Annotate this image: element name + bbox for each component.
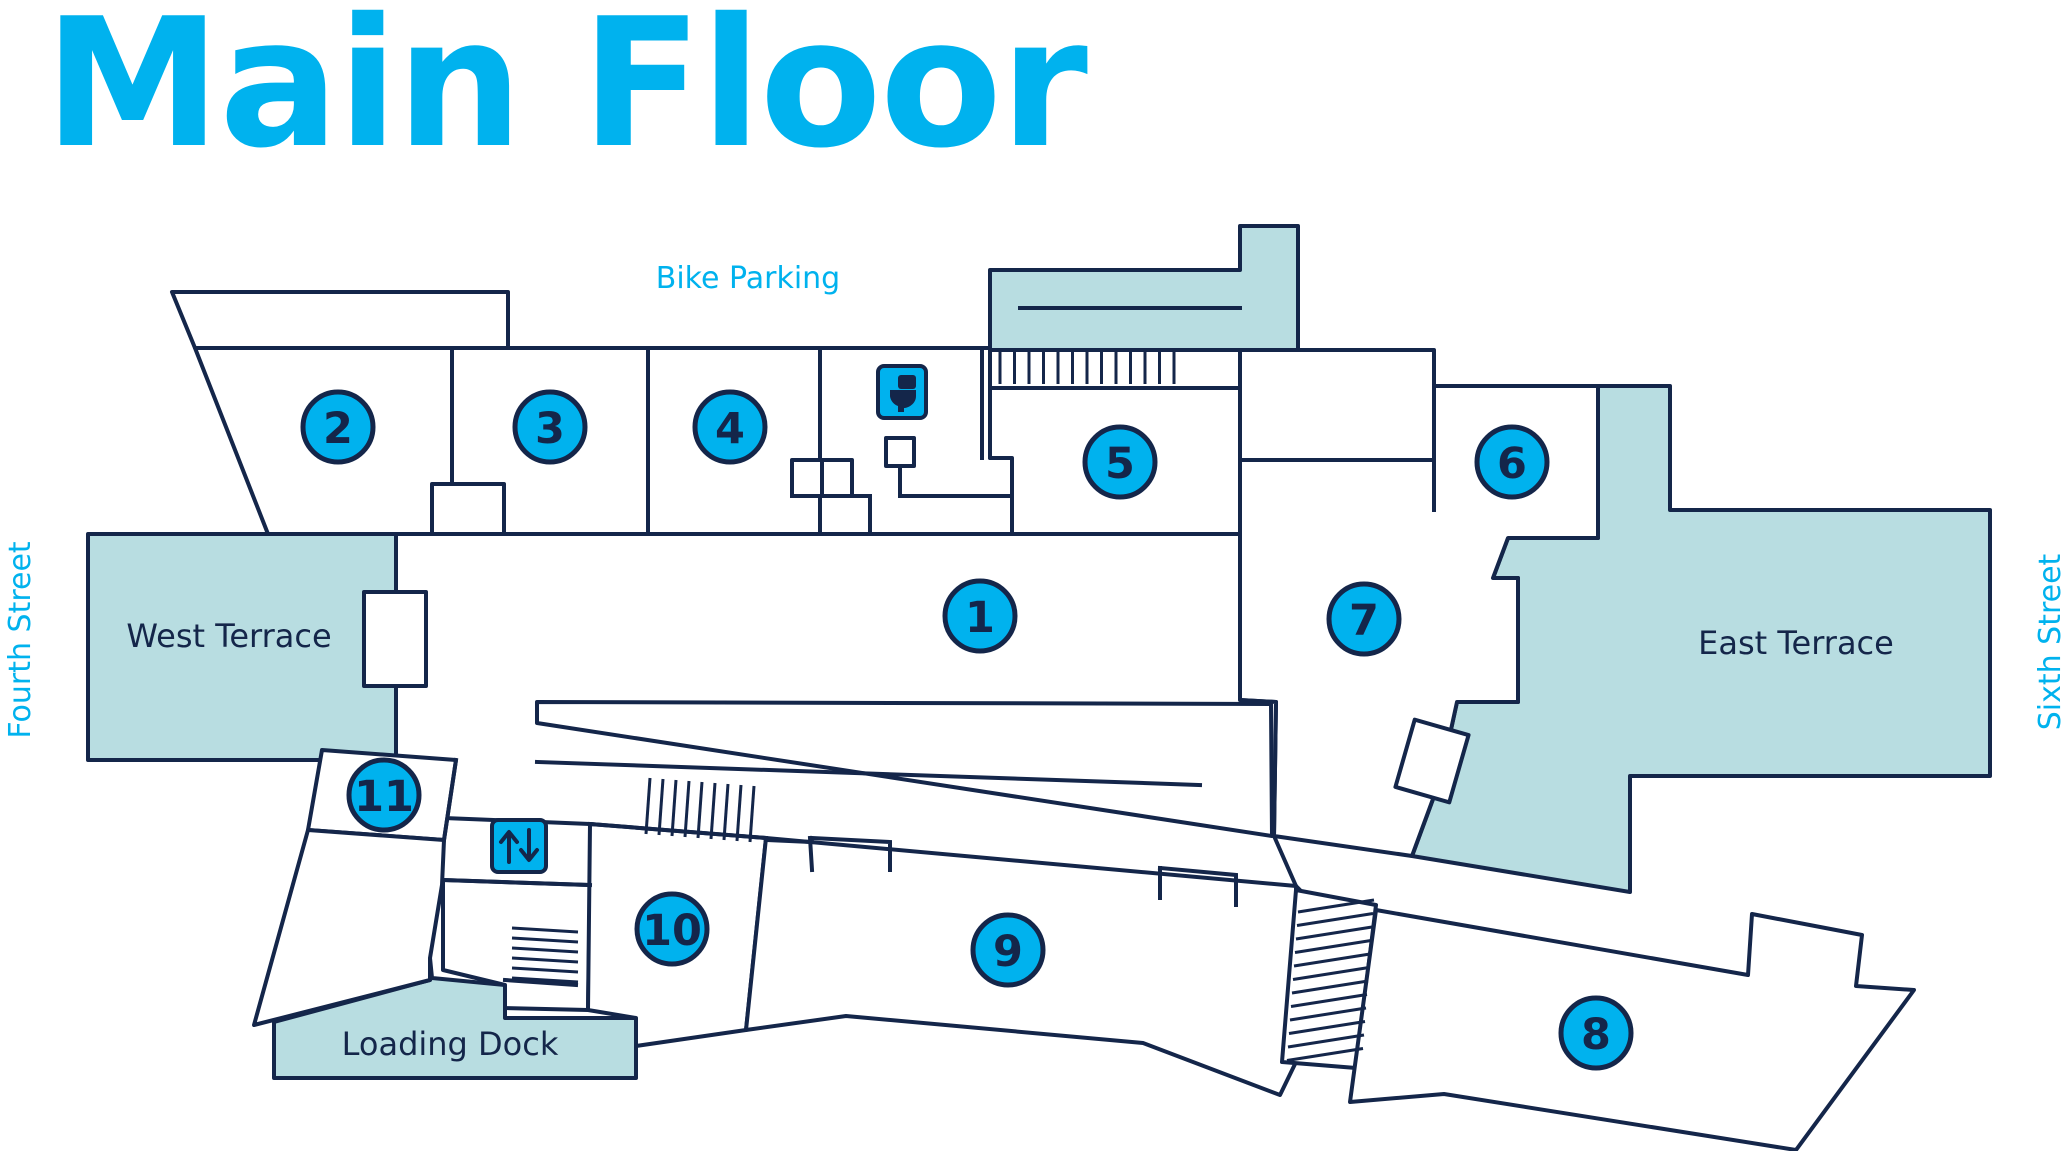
sixth-street-label: Sixth Street — [2033, 553, 2067, 730]
north-corridor — [1238, 348, 1436, 462]
stair-step — [511, 926, 579, 934]
room-number: 5 — [1105, 439, 1135, 489]
stair-step — [683, 780, 691, 838]
stair-step — [1297, 898, 1375, 914]
room-number: 6 — [1497, 439, 1527, 489]
stair-step — [1290, 993, 1368, 1008]
restroom-icon[interactable] — [876, 364, 928, 420]
room-marker-2[interactable]: 2 — [300, 389, 376, 465]
room-number: 9 — [993, 927, 1023, 977]
stair-step — [1286, 1047, 1364, 1062]
stair-step — [748, 785, 756, 843]
stair-step — [511, 946, 579, 954]
page-title: Main Floor — [44, 0, 1088, 187]
stair-step — [657, 778, 665, 836]
stair-step — [1289, 1006, 1367, 1022]
room-marker-7[interactable]: 7 — [1326, 581, 1402, 657]
stair-step — [644, 777, 652, 835]
room-number: 10 — [642, 906, 702, 956]
elevator-icon[interactable] — [490, 818, 548, 874]
room-number: 8 — [1581, 1010, 1611, 1060]
fourth-street-label: Fourth Street — [3, 541, 38, 739]
stair-step — [670, 779, 678, 837]
bike-parking-label: Bike Parking — [656, 261, 840, 296]
room-number: 1 — [965, 593, 995, 643]
stair-step — [1287, 1033, 1365, 1049]
room-marker-11[interactable]: 11 — [346, 757, 422, 833]
room-marker-5[interactable]: 5 — [1082, 424, 1158, 500]
stair-step — [696, 781, 704, 839]
room-marker-1[interactable]: 1 — [942, 578, 1018, 654]
room-number: 2 — [323, 404, 353, 454]
room-number: 4 — [715, 404, 745, 454]
stair-step — [1294, 939, 1372, 954]
room-marker-9[interactable]: 9 — [970, 912, 1046, 988]
stair-step — [511, 956, 579, 964]
stair-step — [1293, 952, 1371, 968]
stair-step — [511, 936, 579, 944]
loading-dock-label: Loading Dock — [342, 1025, 559, 1063]
room-marker-4[interactable]: 4 — [692, 389, 768, 465]
north-canopy — [170, 290, 510, 350]
central-island — [535, 700, 1274, 838]
stair-step — [1288, 1020, 1366, 1035]
stair-step — [1291, 979, 1369, 995]
stair-step — [722, 783, 730, 841]
stair-step — [511, 976, 579, 984]
room-marker-6[interactable]: 6 — [1474, 424, 1550, 500]
room-number: 3 — [535, 404, 565, 454]
interior-details — [362, 306, 1471, 988]
stairs — [511, 350, 1375, 1062]
east-terrace-label: East Terrace — [1698, 624, 1894, 662]
stair-step — [709, 782, 717, 840]
room-markers: 1 2 3 4 5 6 7 8 9 10 11 — [300, 389, 1634, 1071]
stair-step — [1292, 966, 1370, 981]
stair-step — [511, 966, 579, 974]
stair-step — [1295, 925, 1373, 941]
room-number: 11 — [354, 772, 414, 822]
stair-step — [735, 784, 743, 842]
west-terrace-label: West Terrace — [126, 617, 331, 655]
room-marker-10[interactable]: 10 — [634, 891, 710, 967]
stair-step — [1296, 912, 1374, 927]
room-number: 7 — [1349, 596, 1379, 646]
room-marker-3[interactable]: 3 — [512, 389, 588, 465]
room-marker-8[interactable]: 8 — [1558, 995, 1634, 1071]
